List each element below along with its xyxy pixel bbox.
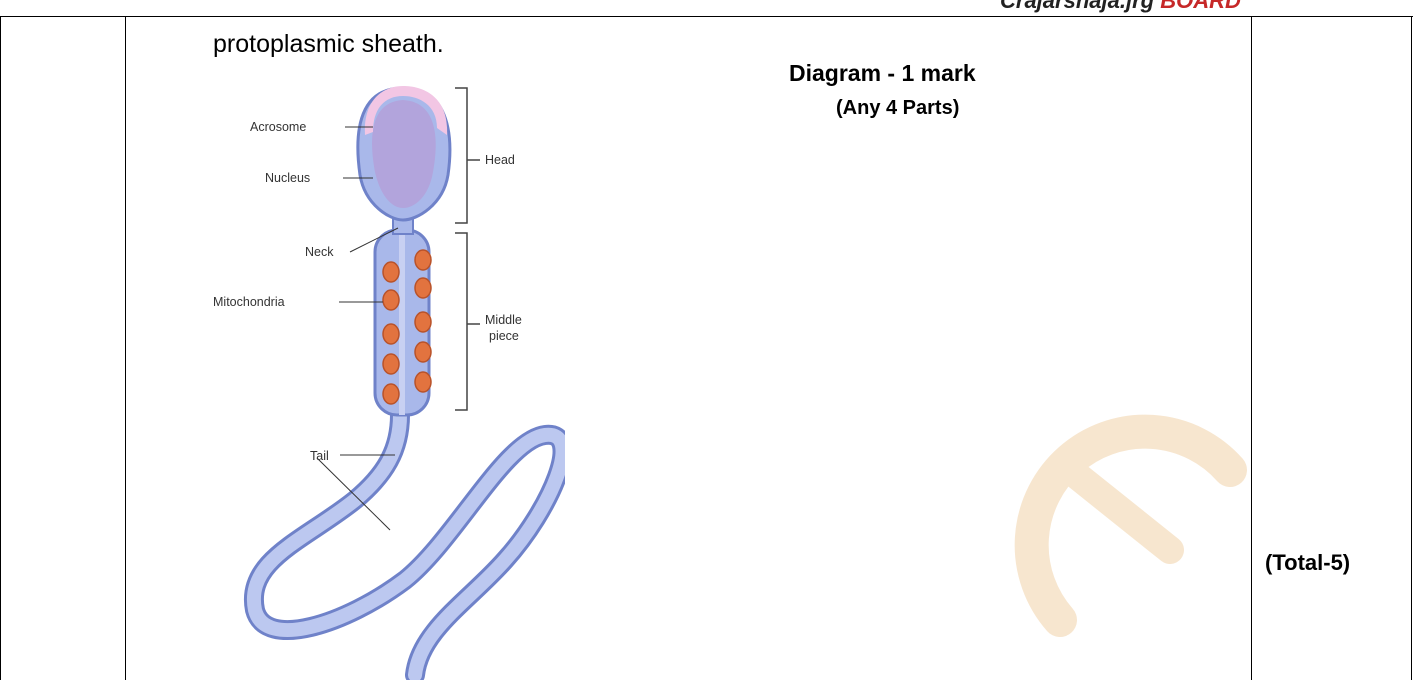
table-left-border — [0, 16, 1, 680]
label-nucleus: Nucleus — [265, 171, 310, 185]
sperm-diagram: Acrosome Nucleus Neck Mitochondria Tail … — [205, 80, 565, 680]
watermark-graphic — [1000, 380, 1320, 680]
table-top-border — [0, 16, 1413, 17]
table-column-divider-1 — [125, 16, 126, 680]
label-mitochondria: Mitochondria — [213, 295, 285, 309]
head-bracket — [455, 88, 467, 223]
label-neck: Neck — [305, 245, 334, 259]
body-text: protoplasmic sheath. — [213, 30, 444, 59]
header-site-text: Crajarsnaja.jrg — [1000, 0, 1154, 13]
table-right-border — [1411, 16, 1412, 680]
label-middle-piece-line2: piece — [489, 329, 519, 343]
header-fragment: Crajarsnaja.jrg BOARD — [1000, 0, 1241, 14]
parts-note-text: (Any 4 Parts) — [836, 97, 959, 120]
middle-piece-bracket — [455, 233, 467, 410]
label-middle-piece-line1: Middle — [485, 313, 522, 327]
diagram-mark-text: Diagram - 1 mark — [789, 60, 976, 87]
header-accent-text: BOARD — [1160, 0, 1241, 13]
label-acrosome: Acrosome — [250, 120, 306, 134]
label-head: Head — [485, 153, 515, 167]
label-tail: Tail — [310, 449, 329, 463]
